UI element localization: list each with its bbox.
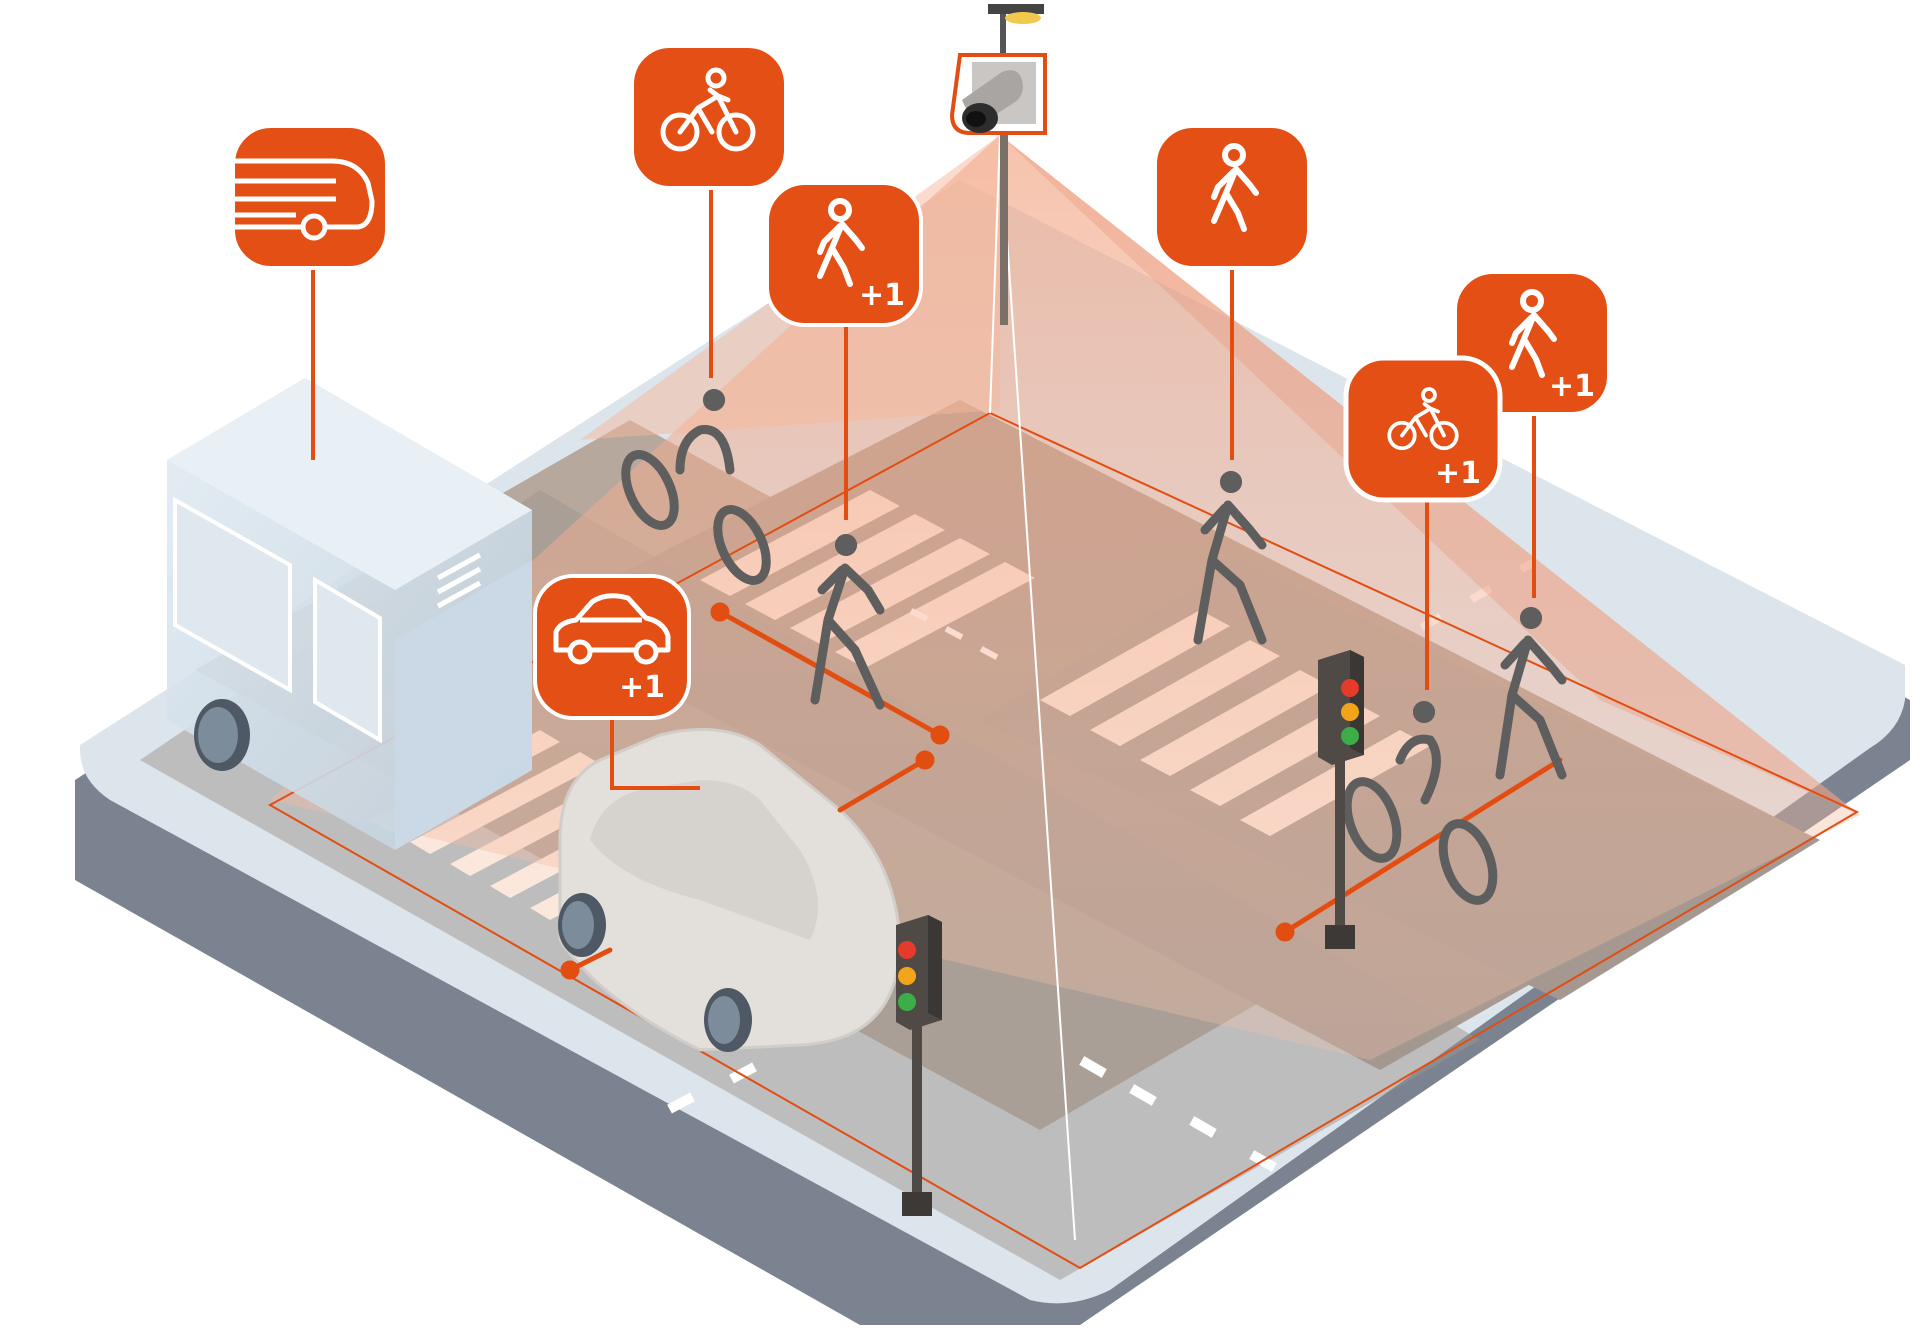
pin-count: +1 [1549, 369, 1595, 404]
tracking-lines [560, 602, 1563, 980]
detection-pin-pedestrian-left: +1 [765, 181, 923, 327]
detection-pin-pedestrian-center [1153, 124, 1311, 270]
pin-count: +1 [1435, 456, 1481, 491]
camera-icon [949, 53, 1047, 135]
pin-count: +1 [619, 670, 665, 705]
bus [167, 378, 532, 850]
detection-pin-car: +1 [533, 574, 691, 720]
cyclist-left [621, 389, 771, 585]
pin-stems [311, 186, 1536, 790]
car [558, 727, 902, 1052]
stem-dots [703, 389, 1542, 723]
detection-pin-bicycle [630, 44, 788, 190]
traffic-light-right [1318, 650, 1364, 949]
detection-pin-bicycle-right: +1 [1343, 355, 1503, 503]
pin-count: +1 [859, 278, 905, 313]
detection-pin-bus [230, 124, 389, 270]
traffic-light-front [896, 915, 942, 1216]
camera-pole [988, 4, 1044, 325]
